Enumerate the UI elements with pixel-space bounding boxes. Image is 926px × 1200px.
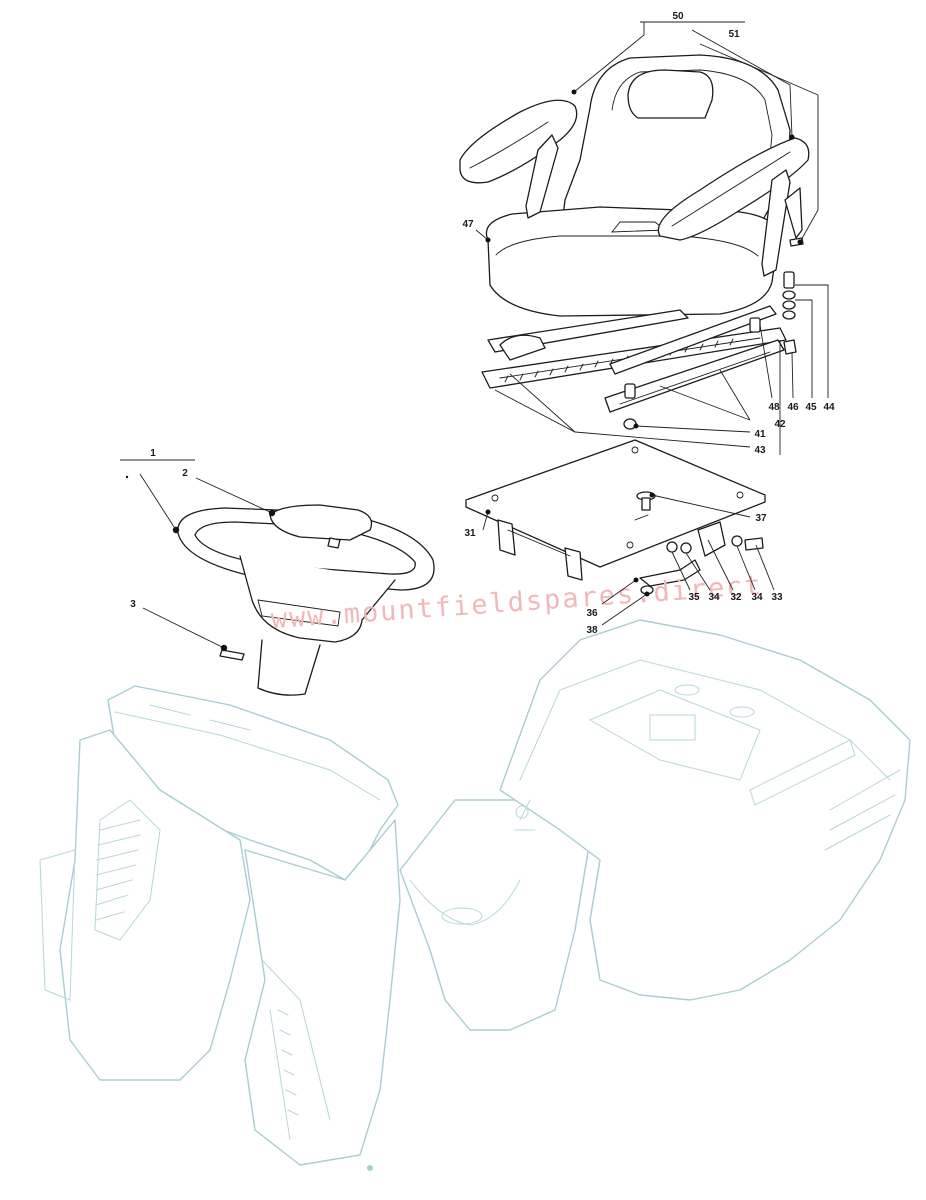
callout-35: 35 (688, 592, 700, 603)
seat-mounting-plate (465, 439, 766, 595)
leader-lines (120, 21, 829, 649)
callout-37: 37 (755, 513, 767, 524)
callout-48: 48 (768, 402, 780, 413)
seat-hardware (623, 271, 797, 430)
callout-34-b: 34 (751, 592, 763, 603)
callout-32: 32 (730, 592, 742, 603)
callout-50: 50 (672, 11, 684, 22)
callout-36: 36 (586, 608, 598, 619)
callout-45: 45 (805, 402, 817, 413)
callout-41: 41 (754, 429, 766, 440)
ghost-body-panels (39, 619, 911, 1171)
callout-2: 2 (182, 468, 188, 479)
callout-47: 47 (462, 219, 474, 230)
seat-rails (481, 305, 787, 413)
callout-3: 3 (130, 599, 136, 610)
callout-1: 1 (150, 448, 156, 459)
callout-51: 51 (728, 29, 740, 40)
callout-labels: 50 51 47 48 46 45 44 41 42 43 31 37 35 3… (130, 11, 835, 636)
steering-wheel-assembly (177, 504, 435, 696)
callout-33: 33 (771, 592, 783, 603)
callout-34-a: 34 (708, 592, 720, 603)
callout-38: 38 (586, 625, 598, 636)
ghost-marker-dot (367, 1165, 373, 1171)
callout-31: 31 (464, 528, 476, 539)
callout-dots (125, 89, 803, 652)
callout-43: 43 (754, 445, 766, 456)
callout-44: 44 (823, 402, 835, 413)
callout-46: 46 (787, 402, 799, 413)
seat-assembly (459, 54, 810, 317)
callout-42: 42 (774, 419, 786, 430)
